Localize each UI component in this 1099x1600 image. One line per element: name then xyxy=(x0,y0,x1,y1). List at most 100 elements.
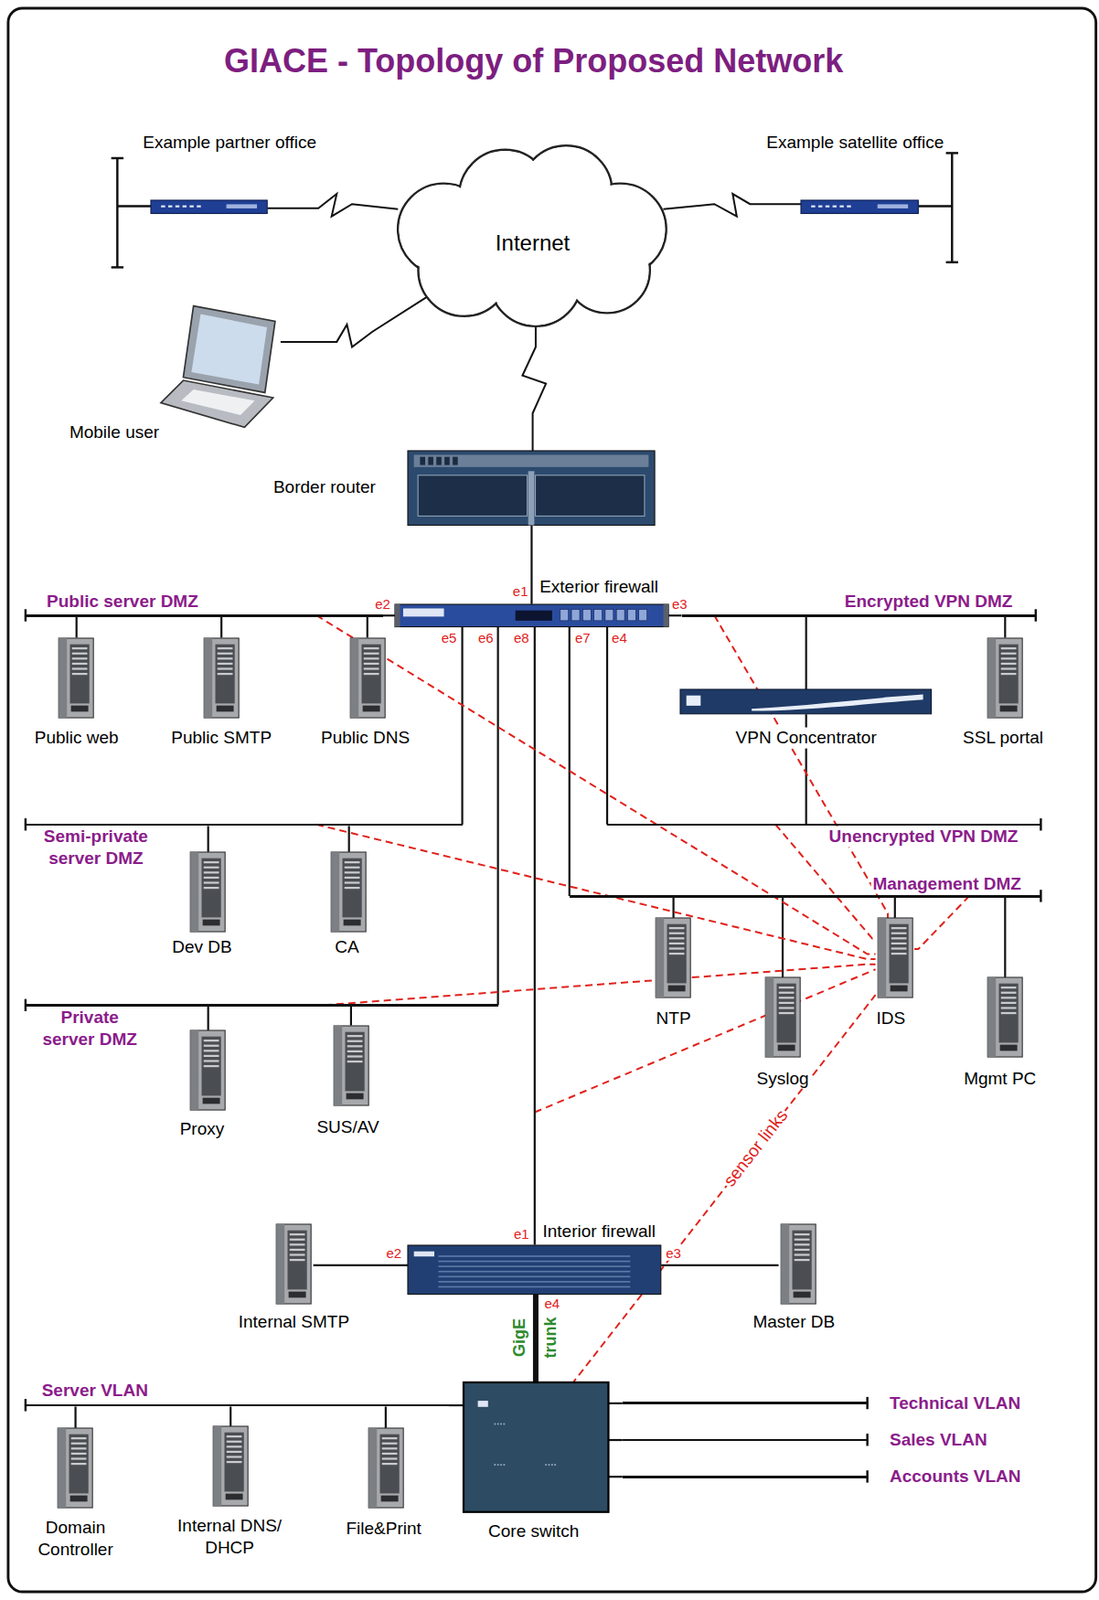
network-link xyxy=(207,1006,210,1031)
network-link xyxy=(533,626,536,1245)
router-body xyxy=(800,200,918,214)
drive-bay xyxy=(203,881,220,884)
router-led xyxy=(832,204,837,207)
server-icon: Dev DB xyxy=(188,852,227,934)
wan-link xyxy=(280,296,429,348)
switch-dot xyxy=(547,1464,550,1467)
node-label: Exterior firewall xyxy=(537,576,661,598)
node-label: Internal DNS/ DHCP xyxy=(159,1515,300,1559)
office-router: Example partner office xyxy=(150,200,267,214)
server-side xyxy=(877,917,886,998)
lan-bar xyxy=(950,152,953,262)
server-base xyxy=(1000,1045,1018,1052)
drive-bay xyxy=(203,1055,220,1057)
drive-bay xyxy=(203,876,220,879)
node-label: SUS/AV xyxy=(314,1117,381,1139)
drive-bay xyxy=(346,1055,363,1057)
drive-bay xyxy=(362,657,379,660)
core-switch: Core switch xyxy=(463,1382,609,1513)
server-icon-art xyxy=(366,1428,406,1510)
drive-bay xyxy=(226,1440,243,1443)
firewall-slot xyxy=(515,609,553,620)
switch-dot xyxy=(500,1423,502,1426)
node-label: Example partner office xyxy=(140,132,319,154)
drive-bay xyxy=(778,996,795,999)
server-case xyxy=(276,1224,311,1304)
drive-bay xyxy=(669,942,685,945)
network-link xyxy=(533,1293,539,1383)
wan-link xyxy=(266,193,398,217)
router-led xyxy=(825,204,830,207)
switch-dot xyxy=(493,1423,496,1426)
firewall-device-art xyxy=(407,1245,662,1295)
chassis-port xyxy=(420,457,427,466)
core-switch-art xyxy=(463,1382,609,1513)
firewall-device: Exterior firewall xyxy=(394,604,669,628)
chassis-port xyxy=(428,457,435,466)
switch-dot xyxy=(497,1464,500,1467)
drive-bay xyxy=(778,1002,795,1004)
drive-bay xyxy=(778,1007,795,1010)
drive-bay xyxy=(1001,1007,1017,1010)
server-front xyxy=(342,858,363,918)
network-link xyxy=(672,897,674,919)
network-link xyxy=(448,1404,464,1407)
drive-bay xyxy=(203,1065,220,1067)
drive-bay xyxy=(72,657,88,660)
server-front xyxy=(361,643,381,704)
drive-bay xyxy=(1001,992,1017,994)
wan-link xyxy=(522,326,546,451)
server-side xyxy=(331,852,341,932)
server-side xyxy=(191,1030,200,1110)
server-side xyxy=(59,638,68,718)
server-side xyxy=(203,638,213,718)
segment-label: Private server DMZ xyxy=(35,1006,145,1051)
drive-bay xyxy=(1001,667,1017,670)
server-case xyxy=(350,638,385,718)
node-label: Public web xyxy=(32,726,121,748)
firewall-port xyxy=(560,608,569,620)
drive-bay xyxy=(217,651,234,654)
chassis-port xyxy=(453,457,459,466)
network-link xyxy=(661,1264,779,1267)
sensor-link xyxy=(534,969,876,1112)
server-side xyxy=(987,638,996,718)
drive-bay xyxy=(890,932,907,935)
node-label: Mobile user xyxy=(67,422,161,444)
firewall-badge xyxy=(414,1250,435,1257)
switch-body xyxy=(463,1382,609,1513)
sensor-link xyxy=(571,994,876,1385)
server-base xyxy=(362,704,380,712)
vent-line xyxy=(438,1265,631,1268)
segment-label: Semi-private server DMZ xyxy=(30,826,162,871)
network-link xyxy=(568,626,571,897)
drive-bay xyxy=(289,1254,306,1257)
vent-line xyxy=(438,1280,631,1283)
drive-bay xyxy=(217,647,234,650)
drive-bay xyxy=(1001,651,1017,654)
node-label: File&Print xyxy=(343,1517,423,1539)
network-segment: Public server DMZ xyxy=(25,614,384,618)
server-case xyxy=(203,638,239,718)
server-case xyxy=(877,917,913,998)
network-segment: Encrypted VPN DMZ xyxy=(682,614,1036,618)
chassis-card xyxy=(535,475,645,517)
lan-stub xyxy=(117,204,151,207)
segment-label: Technical VLAN xyxy=(887,1392,1023,1414)
drive-bay xyxy=(890,942,907,945)
drive-bay xyxy=(778,1012,795,1014)
firewall-device: Interior firewall xyxy=(407,1245,662,1295)
drive-bay xyxy=(1001,657,1017,660)
port-label: e8 xyxy=(512,629,531,646)
drive-bay xyxy=(793,1248,810,1251)
drive-bay xyxy=(1001,996,1017,999)
sensor-link xyxy=(316,824,876,960)
drive-bay xyxy=(226,1445,243,1448)
network-link xyxy=(608,1475,623,1478)
chassis-module xyxy=(414,455,650,468)
switch-dot xyxy=(502,1423,505,1426)
firewall-device-art xyxy=(394,604,669,628)
server-case xyxy=(765,977,801,1057)
drive-bay xyxy=(203,866,220,869)
